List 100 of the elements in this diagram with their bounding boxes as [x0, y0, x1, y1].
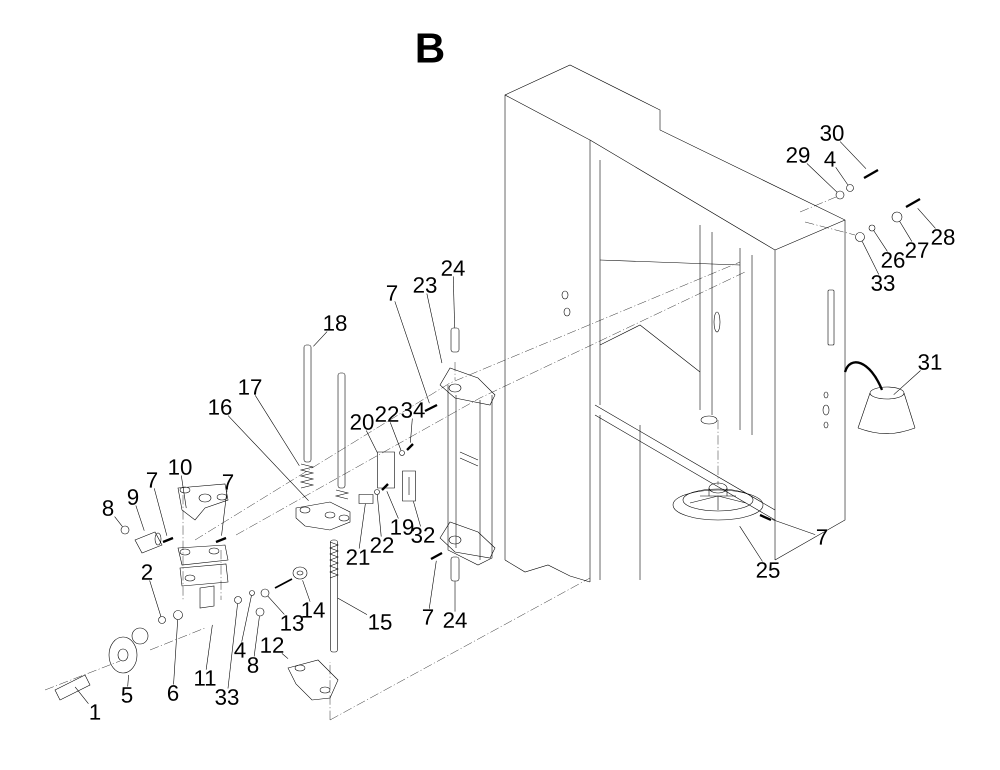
callout-number: 9 [128, 489, 138, 505]
leader-line [149, 580, 162, 617]
leader-line [452, 276, 455, 328]
callout-number: 12 [261, 637, 284, 653]
callout-number: 19 [391, 519, 414, 535]
callout-number: 4 [234, 642, 246, 658]
leader-line [893, 370, 921, 395]
leader-line [254, 616, 260, 657]
pin-drawing [450, 328, 460, 352]
callout-number: 16 [209, 399, 232, 415]
part-drawing [288, 660, 338, 700]
callout-number: 30 [820, 125, 844, 141]
leader-line [426, 293, 442, 364]
washer-drawing [158, 616, 166, 624]
callout-number: 15 [369, 614, 392, 630]
pin-drawing [450, 556, 460, 582]
leader-line [154, 488, 168, 536]
washer-drawing [249, 590, 255, 596]
leader-line [181, 475, 187, 508]
leader-line [206, 624, 213, 670]
callout-number: 33 [871, 275, 894, 291]
callout-number: 29 [786, 147, 810, 163]
leader-line [917, 208, 936, 229]
callout-number: 20 [350, 414, 374, 430]
callout-number: 8 [102, 500, 114, 516]
leader-line [268, 596, 285, 615]
callout-number: 21 [346, 549, 370, 565]
plate-drawing [358, 494, 374, 504]
callout-number: 7 [816, 529, 828, 545]
washer-drawing [173, 610, 183, 620]
plate-drawing [377, 452, 395, 488]
washer-drawing [836, 190, 844, 200]
callout-number: 23 [414, 277, 436, 293]
callout-number: 27 [906, 242, 928, 258]
callout-number: 25 [756, 562, 780, 578]
washer-drawing [399, 450, 405, 456]
pin-drawing [329, 540, 339, 652]
washer-drawing [374, 489, 380, 495]
callout-number: 2 [142, 564, 152, 580]
callout-number: 17 [239, 379, 262, 395]
washer-drawing [892, 212, 902, 222]
part-drawing [863, 168, 879, 180]
callout-number: 7 [386, 285, 398, 301]
leader-line [173, 619, 178, 685]
callout-number: 32 [411, 527, 434, 543]
leader-line [241, 595, 252, 642]
part-drawing [296, 502, 350, 530]
leader-line [428, 560, 437, 609]
callout-number: 31 [918, 354, 942, 370]
callout-number: 4 [824, 151, 836, 167]
leader-line [136, 505, 145, 531]
leader-line [254, 395, 300, 466]
callout-number: 7 [222, 474, 234, 490]
callout-number: 26 [882, 252, 904, 268]
leader-line [874, 230, 888, 252]
part-drawing [406, 443, 414, 451]
leader-line [114, 516, 123, 527]
callout-number: 1 [90, 704, 100, 720]
leader-line [840, 141, 866, 169]
callout-number: 7 [146, 472, 158, 488]
part-drawing [216, 536, 226, 544]
leader-line [394, 301, 430, 404]
washer-drawing [868, 224, 876, 232]
callout-number: 24 [442, 260, 465, 276]
callout-number: 14 [302, 602, 325, 618]
leader-line [835, 167, 848, 186]
leader-line [862, 240, 880, 275]
callout-number: 5 [122, 687, 132, 703]
callout-number: 28 [932, 229, 954, 245]
part-drawing [424, 404, 438, 412]
leader-line [338, 598, 368, 615]
leader-line [806, 163, 838, 192]
leader-line [386, 491, 399, 519]
leader-line [376, 494, 382, 537]
callout-number: 10 [169, 459, 192, 475]
part-drawing [760, 514, 772, 522]
leader-line [282, 653, 288, 659]
leader-line [413, 501, 421, 527]
part-drawing [381, 483, 389, 491]
leader-line [313, 331, 328, 347]
leader-line [899, 221, 912, 242]
leader-line [772, 519, 816, 535]
leader-line [127, 674, 129, 687]
callout-number: 13 [281, 615, 304, 631]
leader-line [739, 526, 763, 562]
callout-number: 7 [422, 609, 434, 625]
callout-number: 34 [401, 402, 425, 418]
callout-number: 24 [444, 612, 467, 628]
leader-line [454, 581, 456, 612]
washer-drawing [120, 526, 130, 534]
part-drawing [905, 198, 921, 208]
leader-line [74, 686, 89, 704]
part-drawing [292, 566, 308, 580]
title: B [418, 34, 444, 62]
leader-line [366, 430, 378, 453]
washer-drawing [234, 596, 242, 604]
leader-line [390, 422, 402, 451]
washer-drawing [855, 232, 865, 242]
roller-drawing [134, 532, 162, 554]
callout-number: 22 [376, 406, 398, 422]
